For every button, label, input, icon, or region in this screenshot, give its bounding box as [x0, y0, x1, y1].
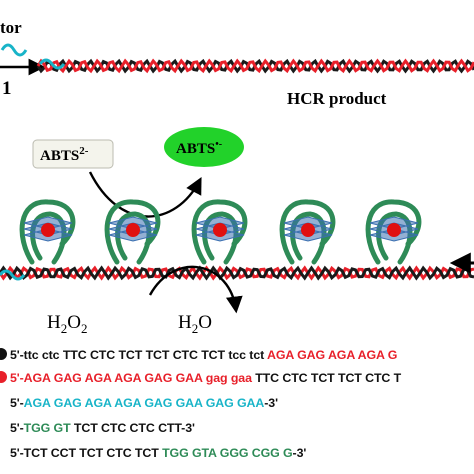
hemin-dot: [387, 223, 401, 237]
g-quadruplex-outer-loop: [365, 199, 422, 265]
lower-double-helix: [0, 265, 474, 281]
sequence-line-probe-b: 5'-TCT CCT TCT CTC TCT TGG GTA GGG CGG G…: [0, 446, 306, 460]
sequence-line-hairpin-1: 5'-AGA GAG AGA AGA GAG GAA gag gaa TTC C…: [0, 371, 401, 385]
partial-initiator-label: tor: [0, 18, 22, 37]
initiator-strand-fragment: [0, 43, 28, 57]
g-quadruplex: [104, 199, 161, 265]
hcr-product-label: HCR product: [287, 89, 387, 108]
hemin-dot: [126, 223, 140, 237]
abts-radical-ellipse: [164, 127, 244, 167]
g-quadruplex-inner-loop: [115, 211, 152, 265]
g-quadruplex-inner-loop: [202, 211, 239, 265]
sequence-segment: 5'-: [10, 396, 24, 410]
g-quadruplex-inner-loop: [290, 211, 327, 265]
sequence-segment: AGA GAG AGA AGA GAG GAA GAG GAA: [23, 396, 265, 410]
sequence-segment: 5'-TCT CCT TCT CTC TCT: [10, 446, 163, 460]
hcr-product-double-helix: [36, 58, 474, 74]
sequence-segment: 5'-ttc ctc: [10, 348, 63, 362]
g-quadruplex-inner-loop: [376, 211, 413, 265]
sequence-segment: TGG GTA GGG CGG G: [162, 446, 293, 460]
sequence-segment: TTC CTC TCT TCT CTC T: [255, 371, 402, 385]
abts-oxidation-arrow: [88, 171, 202, 218]
g-quadruplex-inner-loop: [30, 211, 67, 265]
top-helix-strand-b: [36, 58, 474, 74]
sequence-line-hairpin-2: 5'-AGA GAG AGA AGA GAG GAA GAG GAA-3': [0, 396, 278, 410]
hemin-dot: [41, 223, 55, 237]
top-helix-cyan-segment: [38, 58, 66, 70]
sequence-line-initiator: 5'-ttc ctc TTC CTC TCT TCT CTC TCT tcc t…: [0, 348, 397, 362]
sequence-segment: -3': [264, 396, 278, 410]
g-quadruplex: [365, 199, 422, 265]
h2o2-label: H2O2: [47, 312, 87, 336]
sequence-segment: TTC CTC TCT TCT CTC TCT: [62, 348, 229, 362]
hemin-dot: [301, 223, 315, 237]
hemin-dot: [213, 223, 227, 237]
h2o-label: H2O: [178, 312, 212, 336]
sequence-segment: AGA GAG AGA AGA G: [267, 348, 398, 362]
bottom-helix-strand-b: [0, 265, 474, 281]
strand-color-marker: [0, 348, 7, 360]
g-quadruplex-outer-loop: [191, 199, 248, 265]
sequence-segment: -3': [292, 446, 307, 460]
abts-substrate-label: ABTS2-: [40, 145, 89, 164]
sequence-list: 5'-ttc ctc TTC CTC TCT TCT CTC TCT tcc t…: [0, 340, 474, 474]
g-quadruplex-outer-loop: [279, 199, 336, 265]
g-quadruplex: [279, 199, 336, 265]
sequence-segment: 5'-: [10, 421, 24, 435]
g-quadruplex: [19, 199, 76, 265]
sequence-segment: TGG GT: [23, 421, 74, 435]
abts-radical-label: ABTS•-: [176, 139, 222, 157]
sequence-segment: TCT CTC CTC CTT-3': [73, 421, 195, 435]
h2o2-reduction-arrow: [148, 265, 243, 314]
sequence-segment: AGA GAG AGA AGA GAG GAA gag gaa: [23, 371, 256, 385]
g-quadruplex-row: [19, 199, 422, 265]
bottom-helix-cyan-segment: [0, 269, 26, 281]
g-quadruplex: [191, 199, 248, 265]
g-quadruplex-outer-loop: [19, 199, 76, 265]
bottom-helix-strand-a: [0, 265, 474, 281]
sequence-line-probe-a: 5'-TGG GT TCT CTC CTC CTT-3': [0, 421, 195, 435]
step-number-label: 1: [2, 78, 12, 99]
strand-color-marker: [0, 371, 7, 383]
sequence-segment: tcc tct: [228, 348, 268, 362]
abts-substrate-box: [32, 139, 114, 169]
g-quadruplex-outer-loop: [104, 199, 161, 265]
sequence-segment: 5'-: [10, 371, 24, 385]
